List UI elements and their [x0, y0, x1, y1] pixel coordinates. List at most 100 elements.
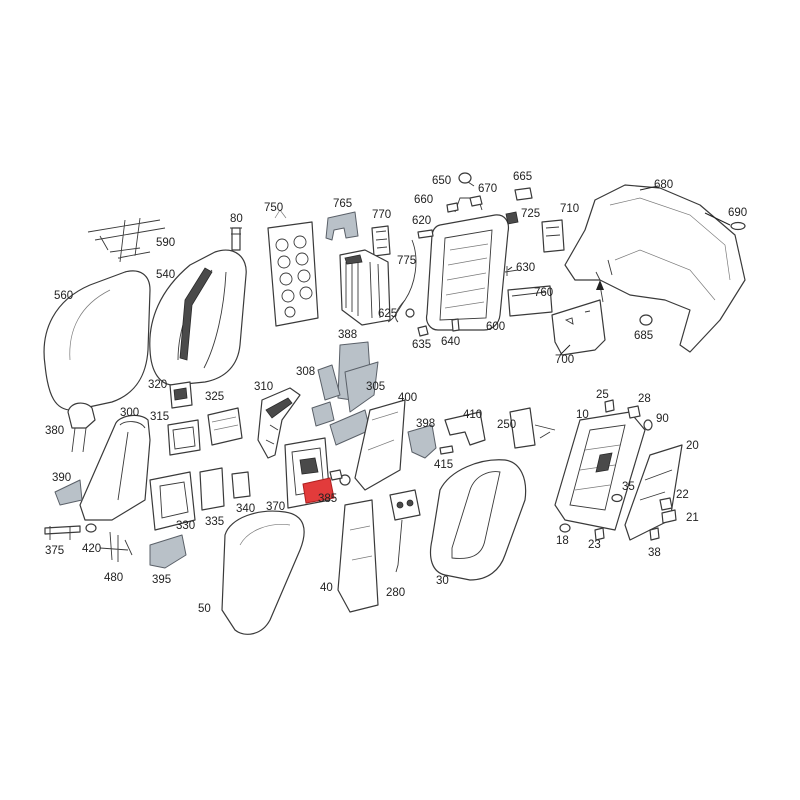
part-540-backrest-frame — [149, 249, 247, 386]
part-21-bracket — [661, 509, 677, 524]
label-330: 330 — [176, 520, 195, 532]
label-300: 300 — [120, 407, 139, 419]
label-765: 765 — [333, 198, 352, 210]
part-380-headrest — [67, 402, 96, 453]
part-375-bracket — [44, 525, 81, 540]
part-315-housing — [167, 419, 201, 456]
label-665: 665 — [513, 171, 532, 183]
part-680-rear-cover — [564, 184, 746, 353]
label-770: 770 — [372, 209, 391, 221]
label-395: 395 — [152, 574, 171, 586]
label-400: 400 — [398, 392, 417, 404]
part-620-screw — [417, 229, 434, 239]
part-590-wire-frame — [87, 217, 166, 263]
label-690: 690 — [728, 207, 747, 219]
label-390: 390 — [52, 472, 71, 484]
part-600-seat-back-frame — [425, 197, 510, 331]
part-410-hinge — [444, 411, 486, 446]
label-775: 775 — [397, 255, 416, 267]
part-50-seat-cushion — [221, 510, 305, 635]
part-775-suspension-mat — [339, 239, 417, 326]
part-40-carpet-panel — [337, 499, 379, 613]
label-385: 385 — [318, 493, 337, 505]
label-680: 680 — [654, 179, 673, 191]
part-90-cap — [643, 419, 653, 431]
label-38: 38 — [648, 547, 661, 559]
part-308-panel — [311, 364, 371, 446]
part-415-screw — [439, 445, 454, 455]
label-35: 35 — [622, 481, 635, 493]
label-670: 670 — [478, 183, 497, 195]
label-21: 21 — [686, 512, 699, 524]
part-480-wires — [99, 531, 133, 562]
label-315: 315 — [150, 411, 169, 423]
label-280: 280 — [386, 587, 405, 599]
label-310: 310 — [254, 381, 273, 393]
part-660-fastener — [446, 202, 459, 213]
label-635: 635 — [412, 339, 431, 351]
label-320: 320 — [148, 379, 167, 391]
part-700-cover — [551, 299, 606, 356]
part-35-bolt — [611, 493, 623, 503]
label-375: 375 — [45, 545, 64, 557]
part-760-switch — [507, 285, 553, 317]
part-765-bracket — [325, 211, 359, 241]
label-388: 388 — [338, 329, 357, 341]
label-30: 30 — [436, 575, 449, 587]
part-770-module — [371, 225, 391, 257]
label-540: 540 — [156, 269, 175, 281]
label-700: 700 — [555, 354, 574, 366]
label-305: 305 — [366, 381, 385, 393]
label-25: 25 — [596, 389, 609, 401]
part-250-latch — [509, 407, 556, 449]
leader-lines — [507, 185, 731, 356]
part-30-seat-cushion — [429, 459, 527, 581]
label-685: 685 — [634, 330, 653, 342]
label-308: 308 — [296, 366, 315, 378]
part-670-clip — [469, 195, 483, 207]
part-725-clip — [505, 211, 519, 225]
part-395-grey-pad — [149, 534, 187, 569]
part-665-connector — [514, 187, 533, 201]
part-400-armrest-cover — [354, 399, 406, 491]
label-325: 325 — [205, 391, 224, 403]
part-640-screw — [451, 318, 460, 332]
label-22: 22 — [676, 489, 689, 501]
label-480: 480 — [104, 572, 123, 584]
part-38-screw — [649, 527, 660, 541]
label-370: 370 — [266, 501, 285, 513]
label-625: 625 — [378, 308, 397, 320]
part-18-nut — [559, 523, 571, 533]
label-50: 50 — [198, 603, 211, 615]
part-390-grey-pad — [54, 479, 83, 506]
part-630-screw — [504, 266, 519, 276]
part-335-cover — [199, 467, 225, 511]
part-750-lumbar-mat — [267, 209, 319, 327]
label-10: 10 — [576, 409, 589, 421]
part-325-panel — [207, 407, 243, 446]
part-690-cap — [730, 221, 746, 231]
part-23-screw — [594, 527, 605, 541]
label-23: 23 — [588, 539, 601, 551]
part-320-module — [169, 381, 193, 409]
part-685-clip — [639, 314, 653, 326]
part-280-cable — [389, 489, 421, 573]
part-385-highlighted-module — [302, 477, 335, 504]
label-415: 415 — [434, 459, 453, 471]
label-340: 340 — [236, 503, 255, 515]
part-300-seat-back — [79, 414, 151, 521]
part-398-bracket — [407, 424, 437, 459]
label-640: 640 — [441, 336, 460, 348]
part-650-bolt — [458, 172, 475, 187]
label-660: 660 — [414, 194, 433, 206]
label-590: 590 — [156, 237, 175, 249]
label-335: 335 — [205, 516, 224, 528]
callout-labels: 10 18 20 21 22 23 25 28 30 35 38 40 50 8… — [45, 171, 747, 615]
part-80-headrest-guide — [230, 227, 242, 251]
part-635-fastener — [417, 325, 429, 337]
label-250: 250 — [497, 419, 516, 431]
label-600: 600 — [486, 321, 505, 333]
label-40: 40 — [320, 582, 333, 594]
label-28: 28 — [638, 393, 651, 405]
part-310-armrest-frame — [257, 387, 301, 459]
